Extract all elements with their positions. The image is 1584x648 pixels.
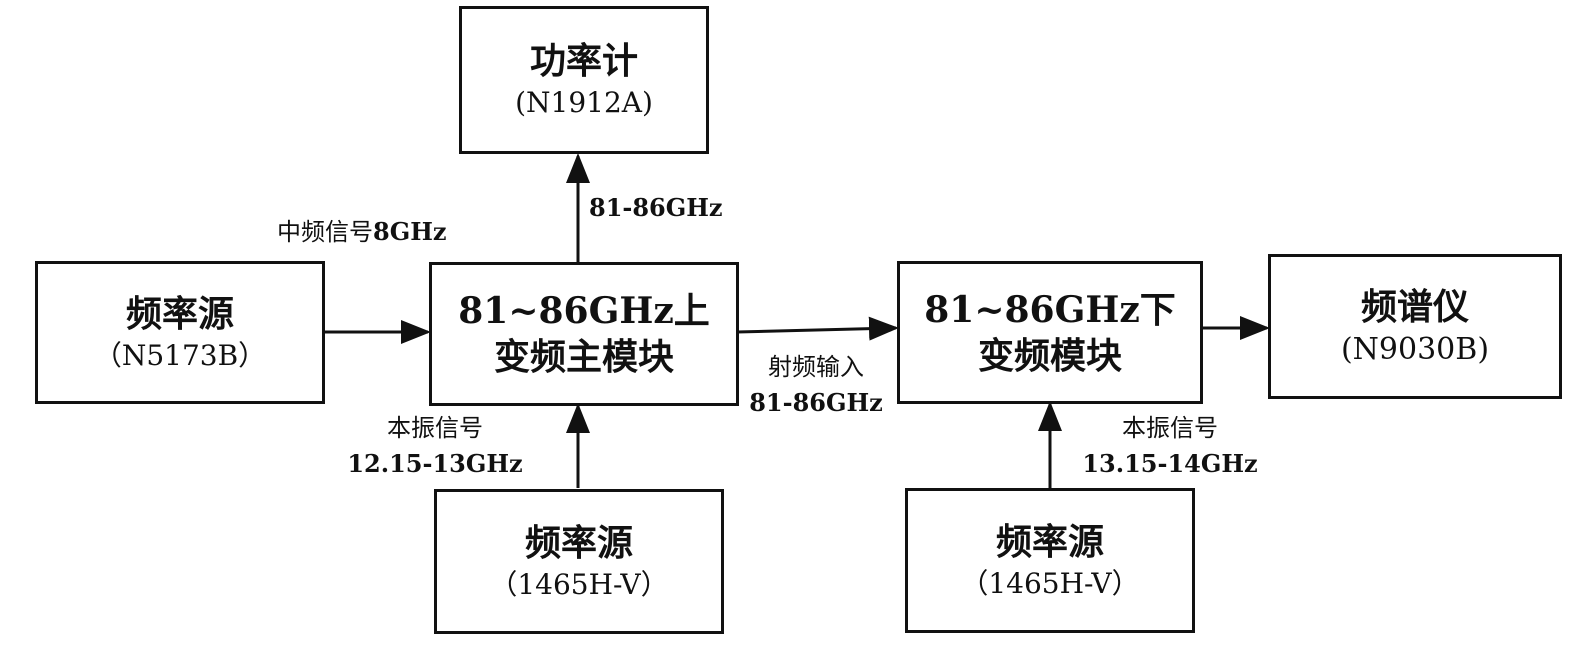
up-output-label: 81-86GHz: [589, 193, 723, 223]
freq-source-left-title: 频率源: [125, 292, 234, 335]
if-signal-label: 中频信号8GHz: [277, 217, 447, 247]
lo-left-text: 本振信号: [387, 414, 483, 442]
power-meter-title: 功率计: [529, 40, 638, 82]
lo-right-label: 本振信号 13.15-14GHz: [1080, 413, 1260, 479]
upconverter-line1: 81~86GHz上: [458, 290, 710, 332]
downconverter-line1: 81~86GHz下: [924, 288, 1176, 331]
rf-input-text: 射频输入: [768, 353, 864, 381]
upconverter-box: 81~86GHz上 变频主模块: [429, 262, 739, 406]
freq-source-bottom-right-title: 频率源: [995, 520, 1104, 563]
downconverter-line2: 变频模块: [977, 334, 1122, 377]
spectrum-analyzer-model: (N9030B): [1340, 331, 1490, 367]
up-output-value: 81-86GHz: [589, 193, 723, 222]
freq-source-bottom-left-box: 频率源 （1465H-V）: [434, 489, 724, 634]
freq-source-left-model: （N5173B）: [93, 338, 267, 372]
if-signal-value: 8GHz: [373, 217, 447, 246]
power-meter-model: (N1912A): [515, 86, 653, 119]
downconverter-box: 81~86GHz下 变频模块: [897, 261, 1203, 404]
power-meter-box: 功率计 (N1912A): [459, 6, 709, 154]
arrow-upconverter-to-downconverter: [736, 316, 899, 341]
spectrum-analyzer-title: 频谱仪: [1360, 285, 1469, 328]
lo-left-label: 本振信号 12.15-13GHz: [345, 413, 525, 479]
spectrum-analyzer-box: 频谱仪 (N9030B): [1268, 254, 1562, 399]
lo-right-value: 13.15-14GHz: [1082, 449, 1258, 478]
freq-source-bottom-right-box: 频率源 （1465H-V）: [905, 488, 1195, 633]
freq-source-left-box: 频率源 （N5173B）: [35, 261, 325, 404]
freq-source-bottom-left-title: 频率源: [524, 521, 633, 564]
if-signal-text: 中频信号: [277, 218, 373, 246]
rf-input-value: 81-86GHz: [749, 388, 883, 417]
lo-right-text: 本振信号: [1122, 414, 1218, 442]
freq-source-bottom-left-model: （1465H-V）: [489, 567, 669, 601]
freq-source-bottom-right-model: （1465H-V）: [960, 566, 1140, 600]
rf-input-label: 射频输入 81-86GHz: [746, 352, 886, 418]
lo-left-value: 12.15-13GHz: [347, 449, 523, 478]
upconverter-line2: 变频主模块: [493, 336, 674, 378]
